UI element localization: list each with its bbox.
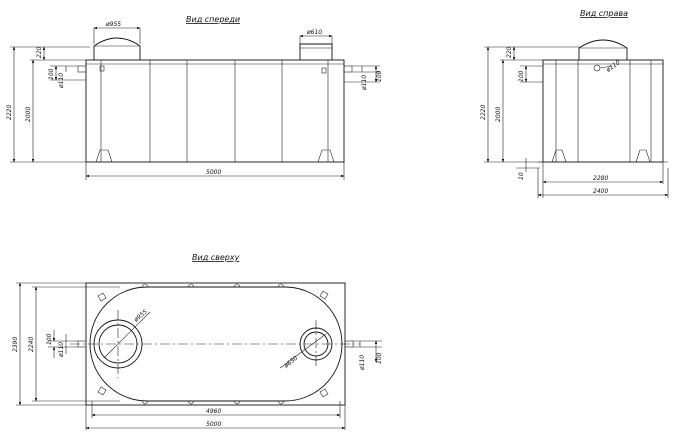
top-dim-width-outer: 2390 — [12, 337, 19, 352]
top-dim-pipe-left: ø110 — [58, 342, 65, 358]
side-dim-lid-height: 220 — [506, 46, 513, 58]
front-dim-pipe-offset-left: 100 — [48, 68, 55, 80]
top-dim-length-inner: 4960 — [206, 408, 221, 415]
front-dim-pipe-left: ø110 — [58, 73, 65, 89]
top-pipe-left — [77, 340, 87, 348]
side-pipe — [593, 64, 601, 72]
top-lid-small-outer — [299, 327, 333, 361]
side-view-title: Вид справа — [580, 9, 628, 18]
front-foot-left — [95, 149, 113, 163]
top-tank-outline — [89, 286, 343, 402]
front-dim-lid-large: ø955 — [105, 21, 121, 28]
top-lid-large-outer — [93, 319, 143, 369]
front-lid-small — [299, 43, 333, 60]
top-view-title: Вид сверху — [192, 253, 240, 262]
front-tank-body — [85, 59, 345, 163]
top-dim-pipe-offset-right: 100 — [376, 352, 383, 364]
front-pipe-left — [77, 65, 87, 73]
side-dim-pipe-offset: 100 — [518, 70, 525, 82]
side-view: Вид справа ø110 2220 2000 220 100 — [480, 9, 669, 198]
front-foot-right — [317, 149, 335, 163]
front-lid-large — [93, 37, 141, 60]
top-lid-small-inner — [303, 331, 329, 357]
side-foot-right — [635, 149, 651, 163]
front-dim-pipe-offset-right: 100 — [376, 70, 383, 82]
side-lid — [578, 39, 628, 60]
top-dim-pipe-right: ø110 — [359, 355, 366, 371]
top-dim-length-outer: 5000 — [206, 421, 221, 428]
top-lid-large-inner — [98, 324, 138, 364]
front-dim-length: 5000 — [206, 169, 221, 176]
side-foot-left — [551, 149, 567, 163]
top-rib-bumps — [97, 283, 329, 405]
side-dim-height-total: 2220 — [480, 105, 487, 120]
top-dim-lid-small: ø630 — [282, 355, 299, 371]
side-ribs — [538, 60, 668, 163]
side-dim-width-inner: 2280 — [593, 175, 608, 182]
front-pipe-right — [343, 65, 353, 73]
front-dim-lid-height: 220 — [36, 46, 43, 58]
side-dim-pipe: ø110 — [604, 59, 621, 74]
top-dim-pipe-offset-left: 100 — [46, 333, 53, 345]
front-dim-height-body: 2000 — [25, 107, 32, 122]
front-ribs — [86, 60, 344, 162]
top-dim-width-inner: 2240 — [28, 337, 35, 352]
front-dim-height-total: 2220 — [6, 105, 13, 120]
front-view-title: Вид спереди — [186, 15, 240, 24]
side-dim-bottom: 10 — [518, 172, 525, 180]
side-dim-width-outer: 2400 — [593, 188, 608, 195]
top-pipe-right — [344, 340, 354, 348]
front-dim-lid-small: ø610 — [306, 29, 322, 36]
top-view: Вид сверху ø955 ø630 — [12, 253, 383, 430]
front-view: Вид спереди ø955 — [6, 15, 383, 180]
side-dim-height-body: 2000 — [495, 107, 502, 122]
front-dim-pipe-right: ø110 — [361, 75, 368, 91]
side-tank-body — [542, 59, 664, 163]
